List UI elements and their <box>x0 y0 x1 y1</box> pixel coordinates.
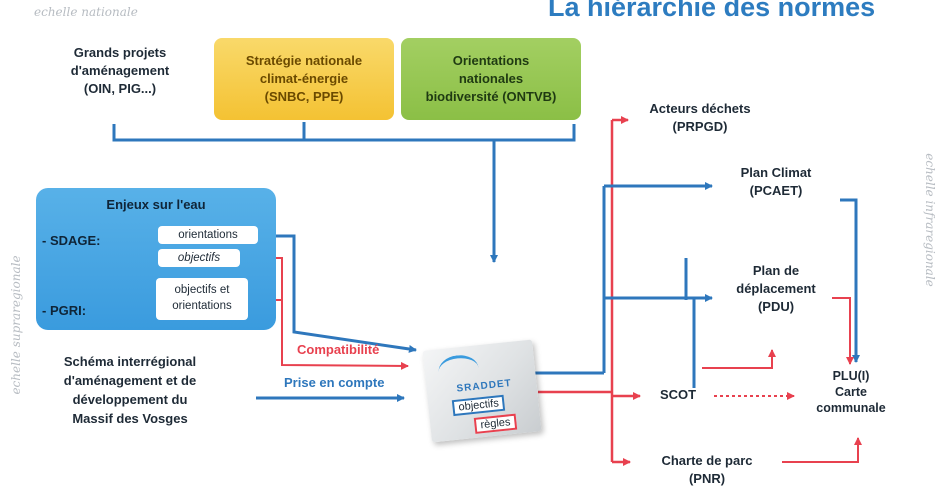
scot-node: SCOT <box>659 387 697 402</box>
plu-line-3: communale <box>816 401 886 415</box>
water-issues-box: Enjeux sur l'eau - SDAGE: orientations o… <box>36 188 276 330</box>
grands-projets-line-1: Grands projets <box>73 45 167 60</box>
pdu-node: Plan de déplacement (PDU) <box>716 262 836 316</box>
pgri-pill: objectifs et orientations <box>156 278 248 320</box>
massif-node: Schéma interrégional d'aménagement et de… <box>30 352 230 428</box>
snbc-box: Stratégie nationale climat-énergie (SNBC… <box>214 38 394 120</box>
sdage-objectifs-pill: objectifs <box>158 249 240 267</box>
massif-line-4: Massif des Vosges <box>72 411 188 426</box>
sraddet-objectifs-tag: objectifs <box>451 394 506 417</box>
page-title: La hiérarchie des normes <box>548 0 876 22</box>
pnr-line-1: Charte de parc <box>661 453 753 468</box>
pcaet-line-1: Plan Climat <box>740 165 812 180</box>
scale-label-national: echelle nationale <box>34 5 138 19</box>
pnr-line-2: (PNR) <box>688 471 726 486</box>
pdu-line-1: Plan de <box>752 263 800 278</box>
grands-projets-node: Grands projets d'aménagement (OIN, PIG..… <box>40 44 200 98</box>
plu-line-2: Carte <box>835 385 867 399</box>
plu-node: PLU(I) Carte communale <box>796 368 906 416</box>
pgri-text-line-2: orientations <box>172 300 232 312</box>
massif-line-3: développement du <box>72 392 188 407</box>
water-title: Enjeux sur l'eau <box>106 197 206 212</box>
dechets-line-1: Acteurs déchets <box>649 101 751 116</box>
pnr-node: Charte de parc (PNR) <box>632 452 782 488</box>
pcaet-line-2: (PCAET) <box>749 183 803 198</box>
massif-line-1: Schéma interrégional <box>63 354 197 369</box>
national-bracket <box>112 122 576 142</box>
pgri-label: - PGRI: <box>42 303 87 318</box>
snbc-line-2: climat-énergie <box>259 71 349 86</box>
snbc-line-3: (SNBC, PPE) <box>264 89 344 104</box>
sdage-label: - SDAGE: <box>42 233 101 248</box>
pcaet-node: Plan Climat (PCAET) <box>716 164 836 200</box>
massif-line-2: d'aménagement et de <box>63 373 197 388</box>
water-orientations-arrow <box>262 234 417 353</box>
legend-prise-en-compte: Prise en compte <box>284 375 385 390</box>
grands-projets-line-3: (OIN, PIG...) <box>83 81 157 96</box>
pdu-line-2: déplacement <box>736 281 816 296</box>
pdu-line-3: (PDU) <box>757 299 795 314</box>
ontvb-line-3: biodiversité (ONTVB) <box>425 89 557 104</box>
dechets-node: Acteurs déchets (PRPGD) <box>630 100 770 136</box>
pdu-to-plu <box>832 297 854 365</box>
plu-line-1: PLU(I) <box>832 369 870 383</box>
pnr-to-plu <box>782 437 862 463</box>
sdage-orientations-pill: orientations <box>158 226 258 244</box>
sraddet-regles-tag: règles <box>473 413 518 434</box>
dechets-line-2: (PRPGD) <box>672 119 728 134</box>
pgri-text-line-1: objectifs et <box>174 284 230 296</box>
pcaet-to-plu <box>840 198 860 363</box>
pdu-scot-link <box>702 349 776 369</box>
grands-projets-line-2: d'aménagement <box>70 63 170 78</box>
sraddet-document: SRADDET objectifs règles <box>422 339 542 443</box>
ontvb-box: Orientations nationales biodiversité (ON… <box>401 38 581 120</box>
snbc-line-1: Stratégie nationale <box>245 53 363 68</box>
ontvb-line-2: nationales <box>458 71 524 86</box>
legend-compatibilite: Compatibilité <box>297 342 380 357</box>
ontvb-line-1: Orientations <box>452 53 530 68</box>
